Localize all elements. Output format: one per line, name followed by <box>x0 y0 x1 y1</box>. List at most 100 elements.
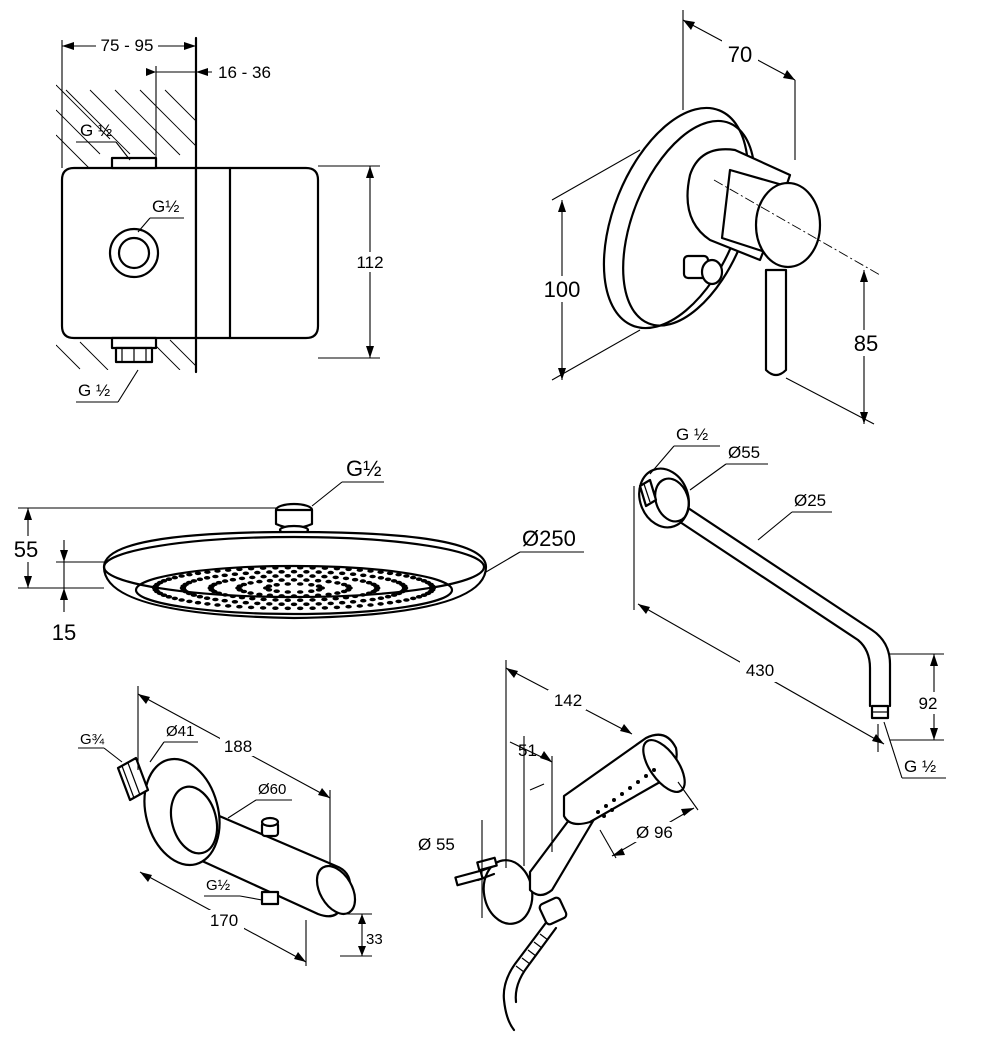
shower-arm-length-label: 430 <box>746 661 774 680</box>
valve-height-label: 112 <box>356 253 383 272</box>
nozzle <box>247 605 255 610</box>
nozzle <box>297 565 304 570</box>
nozzle <box>160 579 168 583</box>
nozzle <box>315 588 323 592</box>
mixer-handle-height-label: 85 <box>854 331 878 356</box>
nozzle <box>178 598 185 602</box>
nozzle <box>221 598 228 603</box>
nozzle <box>265 584 273 588</box>
nozzle <box>334 591 341 595</box>
nozzle <box>303 602 310 606</box>
nozzle <box>284 590 291 594</box>
nozzle <box>221 593 229 597</box>
hand-shower-drawing: 142 51 Ø 55 Ø 96 <box>418 660 699 1032</box>
head-shower-nozzles <box>151 565 437 611</box>
nozzle <box>196 577 204 582</box>
nozzle <box>290 594 298 598</box>
nozzle <box>309 574 316 578</box>
valve-width-label: 75 - 95 <box>101 36 154 55</box>
hand-shower-nozzles <box>596 768 656 818</box>
mixer-plate-height-label: 100 <box>544 277 581 302</box>
nozzle <box>272 606 279 610</box>
nozzle <box>225 568 232 572</box>
nozzle <box>236 567 243 572</box>
nozzle <box>297 582 304 586</box>
nozzle <box>256 592 263 597</box>
nozzle <box>229 577 237 582</box>
nozzle <box>178 574 185 578</box>
nozzle <box>395 572 402 577</box>
nozzle <box>211 582 218 587</box>
nozzle <box>332 575 339 580</box>
nozzle <box>356 568 363 572</box>
nozzle <box>332 596 339 601</box>
nozzle <box>238 576 246 581</box>
nozzle <box>314 593 322 598</box>
nozzle <box>284 606 291 611</box>
nozzle <box>242 600 249 605</box>
nozzle <box>415 595 423 599</box>
nozzle <box>247 581 254 585</box>
nozzle <box>367 569 374 573</box>
mixer-handle-drawing: 70 100 85 <box>538 10 886 425</box>
nozzle <box>340 589 348 594</box>
shower-arm-top-thread-label: G ½ <box>676 425 708 444</box>
nozzle <box>272 598 279 602</box>
nozzle <box>345 604 352 609</box>
shower-arm-flange-label: Ø55 <box>728 443 760 462</box>
nozzle <box>284 574 291 578</box>
nozzle <box>204 602 211 606</box>
nozzle <box>321 574 328 579</box>
nozzle <box>242 571 249 576</box>
nozzle <box>272 566 279 570</box>
valve-depth-label: 16 - 36 <box>218 63 271 82</box>
nozzle <box>186 599 193 604</box>
shower-arm-bottom-thread-label: G ½ <box>904 757 936 776</box>
bath-spout-base-length-label: 170 <box>210 911 238 930</box>
nozzle <box>171 596 178 601</box>
nozzle <box>360 598 367 603</box>
nozzle <box>401 584 408 588</box>
bath-spout-drawing: 188 170 33 G¾ Ø41 Ø60 G½ <box>78 686 383 966</box>
nozzle <box>190 579 198 583</box>
nozzle <box>309 606 316 610</box>
nozzle <box>238 595 246 600</box>
nozzle <box>339 600 346 605</box>
nozzle <box>303 578 310 582</box>
nozzle <box>278 602 285 606</box>
nozzle <box>309 598 316 602</box>
nozzle <box>315 602 322 606</box>
nozzle <box>284 598 291 602</box>
nozzle <box>278 570 285 574</box>
hand-shower-length-label: 142 <box>554 691 582 710</box>
nozzle <box>342 595 350 600</box>
nozzle <box>359 593 367 597</box>
nozzle <box>297 574 304 578</box>
nozzle <box>390 579 398 583</box>
nozzle <box>365 591 373 596</box>
nozzle <box>186 572 193 577</box>
hand-shower-bracket-diameter-label: Ø 55 <box>418 835 455 854</box>
nozzle <box>367 603 374 607</box>
nozzle <box>272 574 279 578</box>
nozzle <box>395 599 402 604</box>
nozzle <box>215 580 223 585</box>
nozzle <box>266 593 274 598</box>
nozzle <box>386 571 394 576</box>
nozzle <box>333 605 341 610</box>
head-shower-total-height-label: 55 <box>14 537 38 562</box>
nozzle <box>278 594 285 598</box>
bath-spout-inner-diameter-label: Ø41 <box>166 723 194 740</box>
nozzle <box>204 570 211 574</box>
nozzle <box>203 596 211 600</box>
bath-spout-outlet-thread-label: G½ <box>206 877 231 894</box>
nozzle <box>321 597 328 602</box>
nozzle <box>339 571 346 576</box>
nozzle <box>303 594 310 598</box>
nozzle <box>403 574 410 578</box>
nozzle <box>377 576 385 580</box>
nozzle <box>290 569 298 574</box>
hand-shower-offset-label: 51 <box>518 741 537 760</box>
nozzle <box>297 598 304 602</box>
nozzle <box>345 567 352 572</box>
